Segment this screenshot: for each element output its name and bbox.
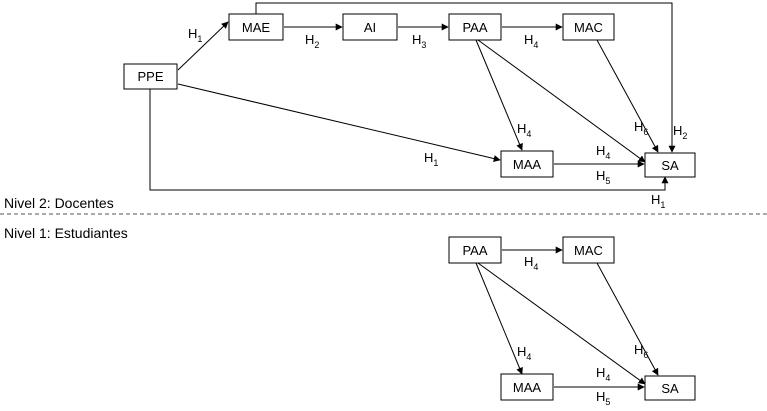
node-l1-mac: MAC xyxy=(562,236,615,264)
node-ai-label: AI xyxy=(364,20,376,35)
edge-paa-sa xyxy=(477,39,646,163)
level-2-label: Nivel 2: Docentes xyxy=(4,195,114,211)
hyp-label-mae-sa: H2 xyxy=(673,123,687,141)
node-sa-label: SA xyxy=(661,158,679,173)
node-mae-label: MAE xyxy=(242,20,271,35)
node-maa-label: MAA xyxy=(513,157,542,172)
node-l1-paa-label: PAA xyxy=(462,243,487,258)
hyp-label-paa-mac: H4 xyxy=(524,32,538,50)
edge-l1-paa-maa xyxy=(475,262,523,375)
node-mac-label: MAC xyxy=(574,20,603,35)
node-l1-sa-label: SA xyxy=(661,381,679,396)
hyp-label-ppe-sa: H1 xyxy=(651,192,665,210)
node-l1-maa-label: MAA xyxy=(513,380,542,395)
node-sa: SA xyxy=(644,152,696,178)
hyp-label-ai-paa: H3 xyxy=(412,32,426,50)
hyp-label-mac-sa: H6 xyxy=(634,119,648,137)
edge-l1-mac-sa xyxy=(596,262,659,376)
hyp-label-l1-paa-maa: H4 xyxy=(517,344,531,362)
level2-edges xyxy=(149,2,676,191)
edge-ppe-mae xyxy=(177,21,229,71)
node-ppe: PPE xyxy=(123,63,178,90)
hyp-label-mae-ai: H2 xyxy=(305,32,319,50)
edge-mae-sa xyxy=(255,2,676,153)
node-ai: AI xyxy=(342,13,398,41)
node-paa: PAA xyxy=(448,13,502,41)
hyp-label-paa-maa: H4 xyxy=(517,121,531,139)
hyp-label-ppe-mae: H1 xyxy=(188,26,202,44)
node-mac: MAC xyxy=(562,13,615,41)
edge-ppe-maa xyxy=(177,83,501,162)
hyp-label-l1-maa-sa: H5 xyxy=(596,389,610,407)
level1-edges xyxy=(475,246,659,391)
node-ppe-label: PPE xyxy=(137,69,163,84)
edge-ppe-sa xyxy=(149,89,669,191)
hyp-label-l1-paa-sa: H4 xyxy=(596,365,610,383)
hyp-label-paa-sa: H4 xyxy=(596,143,610,161)
node-l1-mac-label: MAC xyxy=(574,243,603,258)
node-l1-maa: MAA xyxy=(500,373,554,401)
hyp-label-ppe-maa: H1 xyxy=(424,150,438,168)
edge-mac-sa xyxy=(596,39,659,153)
edge-paa-maa xyxy=(475,39,523,151)
edge-l1-paa-sa xyxy=(477,262,646,385)
hyp-label-maa-sa: H5 xyxy=(596,168,610,186)
node-maa: MAA xyxy=(500,150,554,178)
node-paa-label: PAA xyxy=(462,20,487,35)
hyp-label-l1-paa-mac: H4 xyxy=(524,254,538,272)
hyp-label-l1-mac-sa: H6 xyxy=(634,342,648,360)
node-l1-paa: PAA xyxy=(448,236,502,264)
node-l1-sa: SA xyxy=(644,375,696,401)
level-1-label: Nivel 1: Estudiantes xyxy=(4,225,128,241)
node-mae: MAE xyxy=(228,13,284,41)
